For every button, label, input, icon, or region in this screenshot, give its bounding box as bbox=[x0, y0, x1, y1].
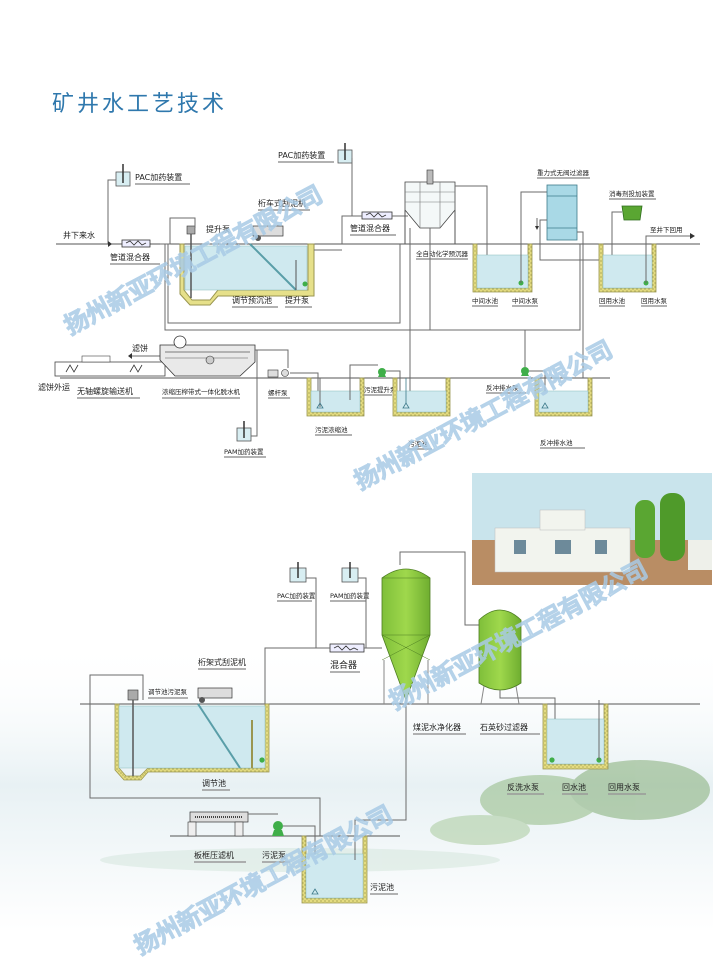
disinfectant-dosing-icon bbox=[621, 205, 643, 221]
return-pool bbox=[542, 700, 609, 770]
label-pre-settling-tank: 调节预沉池 bbox=[232, 295, 272, 305]
shaftless-screw-conveyor bbox=[54, 355, 166, 377]
auto-chemical-settler bbox=[404, 169, 456, 244]
label-regulating-sludge-pump: 调节池污泥泵 bbox=[148, 687, 188, 696]
label-backwash-pool: 反冲排水池 bbox=[540, 438, 573, 447]
label-pac-dosing-1: PAC加药装置 bbox=[135, 172, 182, 182]
coal-mud-purifier bbox=[381, 551, 480, 704]
label-auto-settler: 全自动化学预沉器 bbox=[416, 249, 469, 258]
pipe-mixer-icon bbox=[361, 211, 393, 220]
label-sludge-pump: 污泥泵 bbox=[262, 850, 286, 860]
label-disinfectant-dosing: 消毒剂投加装置 bbox=[609, 189, 655, 198]
label-sludge-thickener: 污泥浓缩池 bbox=[315, 425, 348, 434]
label-intermediate-pump: 中间水泵 bbox=[512, 296, 539, 305]
pipe-mixer-icon bbox=[121, 239, 151, 248]
pac-dosing-tank-icon bbox=[337, 143, 353, 164]
label-reuse-pump: 回用水泵 bbox=[641, 296, 668, 305]
lower-sludge-pool bbox=[301, 819, 390, 904]
sludge-pool bbox=[392, 377, 451, 417]
plate-filter-press bbox=[187, 811, 278, 837]
label-filter-cake: 滤饼 bbox=[132, 343, 148, 353]
page-title: 矿井水工艺技术 bbox=[52, 92, 228, 117]
label-mixer: 混合器 bbox=[330, 659, 357, 671]
regulating-tank bbox=[114, 687, 270, 781]
label-screw-pump: 螺杆泵 bbox=[268, 388, 288, 397]
screw-pump-icon bbox=[267, 369, 289, 378]
upper-process: PAC加药装置 井下来水 管道混合器 桁车式刮泥机 提升泵 调节预沉 bbox=[38, 143, 700, 458]
label-to-mine-reuse: 至井下回用 bbox=[650, 225, 683, 234]
label-backwash-pump: 反洗水泵 bbox=[507, 782, 539, 792]
label-lower-truss-scraper: 桁架式刮泥机 bbox=[198, 657, 246, 667]
pac-dosing-tank-icon bbox=[289, 562, 307, 583]
label-lift-pump-1: 提升泵 bbox=[206, 224, 230, 234]
palm-trees-scenery bbox=[100, 760, 710, 872]
label-shaftless-conveyor: 无轴螺旋输送机 bbox=[77, 386, 133, 396]
label-return-pool: 回水池 bbox=[562, 782, 586, 792]
label-quartz-sand-filter: 石英砂过滤器 bbox=[480, 722, 528, 732]
label-cake-removal: 滤饼外运 bbox=[38, 382, 70, 392]
label-plate-filter-press: 板框压滤机 bbox=[194, 850, 234, 860]
label-backwash-pump: 反冲排水泵 bbox=[486, 383, 519, 392]
label-intermediate-pool: 中间水池 bbox=[472, 296, 499, 305]
pac-dosing-tank-icon bbox=[115, 164, 131, 187]
label-lower-reuse-pump: 回用水泵 bbox=[608, 782, 640, 792]
sludge-pump-icon bbox=[272, 821, 284, 836]
label-lower-pac-dosing: PAC加药装置 bbox=[277, 591, 316, 600]
pam-dosing-tank-icon bbox=[341, 562, 359, 583]
label-reuse-pool: 回用水池 bbox=[599, 296, 626, 305]
label-lower-pam-dosing: PAM加药装置 bbox=[330, 591, 370, 600]
backwash-pool bbox=[534, 377, 593, 417]
lower-process: PAC加药装置 PAM加药装置 混合器 煤泥水净化器 bbox=[80, 551, 700, 904]
label-mine-inflow: 井下来水 bbox=[63, 230, 95, 240]
label-pam-dosing: PAM加药装置 bbox=[224, 447, 264, 456]
label-regulating-tank: 调节池 bbox=[202, 778, 226, 788]
pre-settling-tank bbox=[179, 225, 315, 306]
backwash-pump-icon bbox=[521, 367, 529, 376]
label-pipe-mixer-1: 管道混合器 bbox=[110, 252, 150, 262]
label-gravity-filter: 重力式无阀过滤器 bbox=[537, 168, 590, 177]
intermediate-pool bbox=[472, 191, 548, 293]
label-coal-mud-purifier: 煤泥水净化器 bbox=[413, 722, 461, 732]
label-pac-dosing-2: PAC加药装置 bbox=[278, 150, 325, 160]
gravity-valveless-filter bbox=[535, 184, 605, 378]
mixer-icon bbox=[329, 643, 365, 653]
label-pipe-mixer-2: 管道混合器 bbox=[350, 223, 390, 233]
label-lower-sludge-pool: 污泥池 bbox=[370, 882, 394, 892]
pam-dosing-tank-icon bbox=[236, 421, 252, 442]
label-lift-pump-2: 提升泵 bbox=[285, 295, 309, 305]
sludge-lift-pump-icon bbox=[378, 368, 386, 377]
sludge-thickener bbox=[306, 364, 378, 417]
label-sludge-pool: 污泥池 bbox=[408, 439, 428, 448]
label-belt-dewatering: 浓缩压榨带式一体化脱水机 bbox=[162, 387, 241, 396]
plant-photo bbox=[472, 473, 712, 585]
label-sludge-lift-pump: 污泥提升泵 bbox=[364, 385, 397, 394]
belt-press-dewatering-machine bbox=[159, 335, 256, 377]
label-truss-scraper: 桁车式刮泥机 bbox=[258, 198, 306, 208]
reuse-pool bbox=[598, 233, 695, 293]
